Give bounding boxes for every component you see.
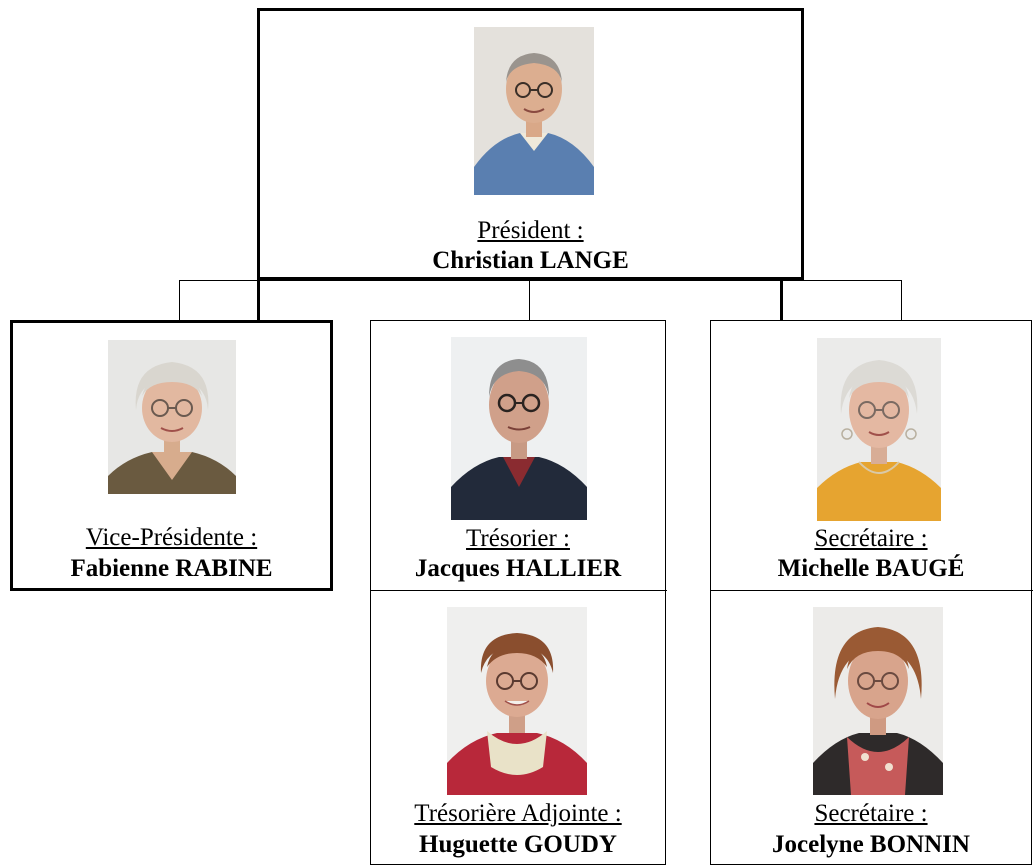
deputy-treasurer-name: Huguette GOUDY <box>419 831 617 858</box>
president-role: Président : <box>477 217 584 244</box>
president-name: Christian LANGE <box>432 247 629 274</box>
secretary-photo <box>817 338 941 521</box>
connector-horizontal <box>179 280 902 281</box>
treasurer-photo <box>451 337 587 520</box>
connector-right-drop <box>901 280 902 321</box>
vice-president-photo <box>108 340 236 494</box>
secretary-column: Secrétaire : Michelle BAUGÉ Secrétaire :… <box>710 320 1033 865</box>
secretary-role: Secrétaire : <box>814 525 928 552</box>
vice-president-name: Fabienne RABINE <box>70 555 273 582</box>
treasurer-divider <box>371 590 667 591</box>
connector-left-drop <box>179 280 180 321</box>
treasurer-column: Trésorier : Jacques HALLIER Trésorière A… <box>370 320 667 865</box>
secretary-2-role: Secrétaire : <box>814 800 928 827</box>
vice-president-role: Vice-Présidente : <box>85 524 258 551</box>
connector-stub-right <box>780 280 783 321</box>
connector-center-drop <box>529 280 530 321</box>
president-box: Président : Christian LANGE <box>257 8 804 280</box>
secretary-2-photo <box>813 607 943 795</box>
treasurer-name: Jacques HALLIER <box>414 555 622 582</box>
vice-president-box: Vice-Présidente : Fabienne RABINE <box>10 320 333 591</box>
connector-stub-left <box>257 280 260 321</box>
secretary-name: Michelle BAUGÉ <box>777 555 965 582</box>
secretary-divider <box>711 590 1033 591</box>
treasurer-role: Trésorier : <box>466 525 570 552</box>
deputy-treasurer-photo <box>447 607 587 795</box>
deputy-treasurer-role: Trésorière Adjointe : <box>414 800 622 827</box>
president-photo <box>474 27 594 195</box>
secretary-2-name: Jocelyne BONNIN <box>772 831 970 858</box>
